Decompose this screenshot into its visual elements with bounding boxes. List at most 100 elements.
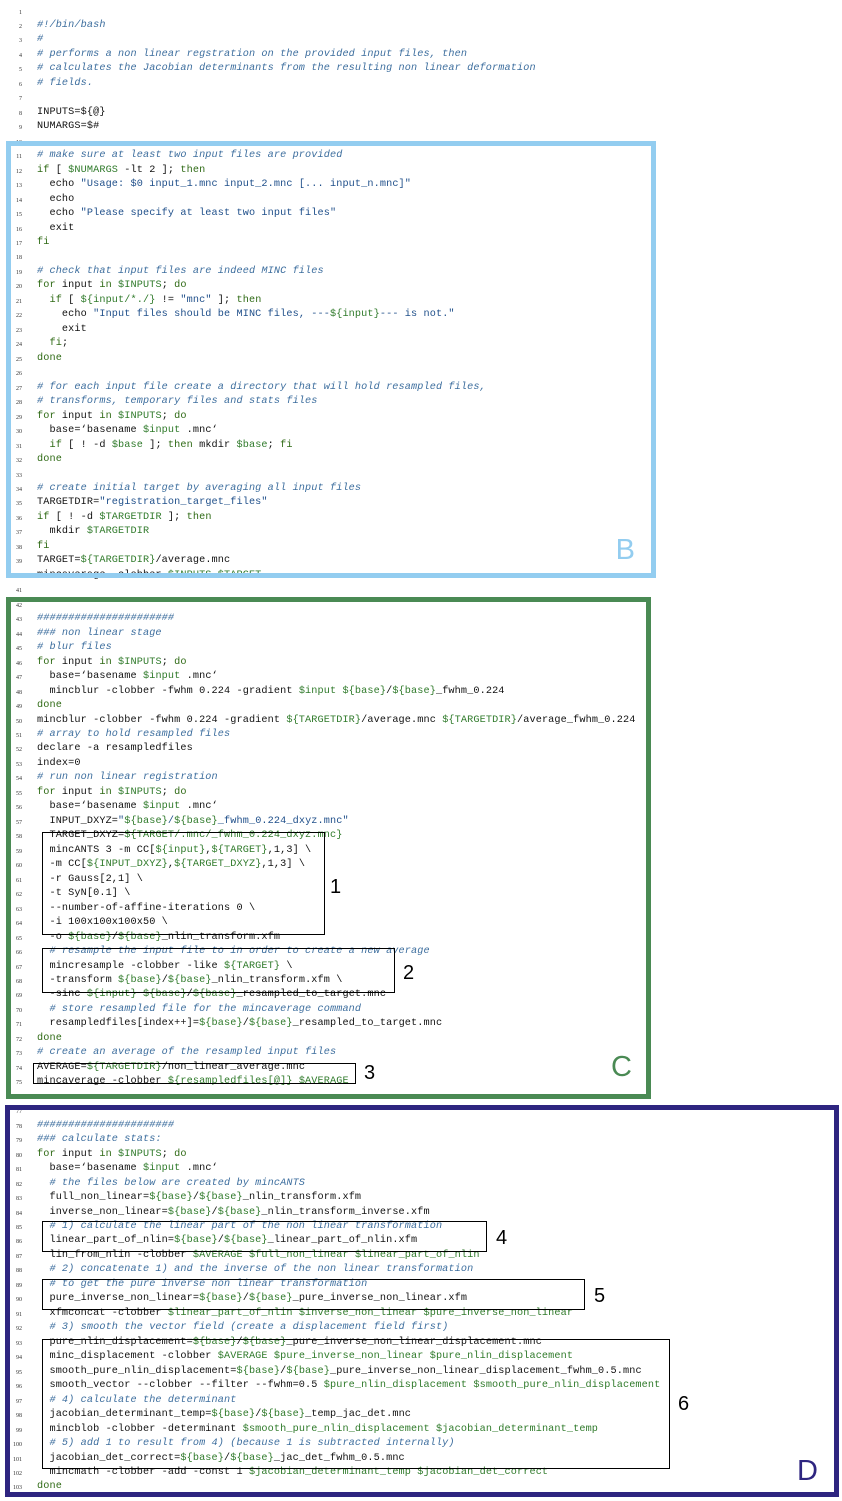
- code-token: then: [180, 164, 206, 176]
- code-token: mincblur -clobber -fwhm 0.224 -gradient: [37, 685, 299, 697]
- code-line: 88 # 2) concatenate 1) and the inverse o…: [0, 1263, 842, 1277]
- code-text: base=‘basename $input .mnc‘: [37, 801, 218, 812]
- code-token: # transforms, temporary files and stats …: [37, 396, 318, 408]
- highlight-label-1: 1: [330, 876, 342, 898]
- code-text: base=‘basename $input .mnc‘: [37, 1163, 218, 1174]
- line-number: 94: [16, 1355, 22, 1362]
- code-line: 56 base=‘basename $input .mnc‘: [0, 800, 842, 814]
- code-token: ,1,3] \: [267, 844, 312, 856]
- code-token: TARGET_DXYZ=: [37, 830, 125, 842]
- code-token: $smooth_pure_nlin_displacement: [242, 1423, 430, 1435]
- code-line: 58 TARGET_DXYZ=${TARGET/.mnc/_fwhm_0.224…: [0, 829, 842, 843]
- code-token: #: [37, 34, 44, 46]
- code-token: # make sure at least two input files are…: [37, 150, 343, 162]
- code-token: ${base}: [124, 815, 168, 827]
- code-token: in: [99, 656, 112, 668]
- code-text: ### calculate stats:: [37, 1134, 162, 1145]
- code-text: done: [37, 700, 62, 711]
- code-text: xfmconcat -clobber $linear_part_of_nlin …: [37, 1308, 573, 1319]
- code-token: # performs a non linear regstration on t…: [37, 48, 468, 60]
- code-text: TARGET_DXYZ=${TARGET/.mnc/_fwhm_0.224_dx…: [37, 830, 342, 841]
- code-token: mincblur -clobber -fwhm 0.224 -gradient: [37, 714, 287, 726]
- code-token: ${TARGET}: [211, 844, 268, 856]
- code-text: linear_part_of_nlin=${base}/${base}_line…: [37, 1235, 417, 1246]
- line-number: 13: [16, 183, 22, 190]
- line-number: 62: [16, 892, 22, 899]
- code-line: 91 xfmconcat -clobber $linear_part_of_nl…: [0, 1307, 842, 1321]
- code-line: 70 # store resampled file for the mincav…: [0, 1003, 842, 1017]
- line-number: 22: [16, 313, 22, 320]
- code-text: #!/bin/bash: [37, 20, 106, 31]
- code-line: 92 # 3) smooth the vector field (create …: [0, 1321, 842, 1335]
- panel-d-frame: D: [5, 1105, 839, 1497]
- code-token: /: [224, 1452, 231, 1464]
- highlight-label-4: 4: [496, 1227, 508, 1249]
- line-number: 34: [16, 487, 22, 493]
- line-number: 47: [16, 675, 22, 682]
- code-token: # for each input file create a directory…: [37, 381, 486, 393]
- code-line: 98 jacobian_determinant_temp=${base}/${b…: [0, 1408, 842, 1422]
- line-number: 97: [16, 1398, 22, 1405]
- code-token: /: [242, 1293, 249, 1305]
- code-line: 97 # 4) calculate the determinant: [0, 1394, 842, 1408]
- line-number: 1: [19, 9, 22, 16]
- code-text: jacobian_determinant_temp=${base}/${base…: [37, 1409, 411, 1420]
- code-token: exit: [37, 323, 87, 335]
- code-token: _pure_inverse_non_linear.xfm: [292, 1293, 468, 1305]
- code-text: # create an average of the resampled inp…: [37, 1047, 336, 1058]
- line-number: 89: [16, 1282, 22, 1289]
- code-token: --- is not.": [379, 309, 455, 321]
- line-number: 46: [16, 660, 22, 667]
- code-text: # fields.: [37, 78, 93, 89]
- code-token: /average_fwhm_0.224: [517, 714, 636, 726]
- code-token: mincblob -clobber -determinant: [37, 1423, 243, 1435]
- code-text: smooth_vector --clobber --filter --fwhm=…: [37, 1380, 660, 1391]
- code-text: # transforms, temporary files and stats …: [37, 396, 318, 407]
- code-token: echo: [37, 193, 75, 205]
- code-text: ### non linear stage: [37, 628, 162, 639]
- code-token: ${base}: [167, 1206, 212, 1218]
- code-token: mincaverage -clobber: [37, 1076, 168, 1088]
- line-number: 23: [16, 327, 22, 334]
- code-token: ${TARGETDIR}: [80, 555, 156, 567]
- code-text: for input in $INPUTS; do: [37, 411, 187, 422]
- panel-b-frame: B: [6, 141, 656, 578]
- code-token: ${base}: [174, 815, 218, 827]
- line-number: 67: [16, 964, 22, 971]
- line-number: 9: [19, 125, 22, 132]
- line-number: 43: [16, 617, 22, 624]
- code-line: 85 # 1) calculate the linear part of the…: [0, 1220, 842, 1234]
- code-line: 6# fields.: [0, 77, 842, 91]
- code-token: $input: [142, 801, 181, 813]
- line-number: 54: [16, 776, 22, 783]
- code-token: $AVERAGE: [217, 1351, 268, 1363]
- code-token: $INPUTS: [118, 410, 162, 422]
- code-text: mkdir $TARGETDIR: [37, 526, 149, 537]
- code-token: base=‘basename: [37, 671, 143, 683]
- code-line: 33: [0, 468, 842, 482]
- line-number: 63: [16, 906, 22, 913]
- code-token: ;: [267, 439, 281, 451]
- code-token: INPUTS=${@}: [37, 106, 106, 118]
- code-line: 73# create an average of the resampled i…: [0, 1046, 842, 1060]
- line-number: 96: [16, 1384, 22, 1391]
- code-token: echo: [37, 179, 81, 191]
- code-token: $linear_part_of_nlin: [354, 1249, 480, 1261]
- code-token: /: [111, 931, 119, 943]
- code-token: declare -a resampledfiles: [37, 743, 193, 755]
- code-token: ${base}: [286, 1365, 330, 1377]
- code-line: 21 if [ ${input/*./} != "mnc" ]; then: [0, 294, 842, 308]
- code-token: fi: [280, 439, 293, 451]
- line-number: 11: [16, 154, 22, 161]
- code-line: 68 -transform ${base}/${base}_nlin_trans…: [0, 974, 842, 988]
- code-token: -m CC[: [37, 859, 87, 871]
- code-line: 79### calculate stats:: [0, 1133, 842, 1147]
- code-token: input: [55, 280, 100, 292]
- code-line: 65 -o ${base}/${base}_nlin_transform.xfm: [0, 931, 842, 945]
- code-text: # create initial target by averaging all…: [37, 483, 361, 494]
- highlight-box-5: [42, 1279, 585, 1310]
- line-number: 58: [16, 834, 22, 841]
